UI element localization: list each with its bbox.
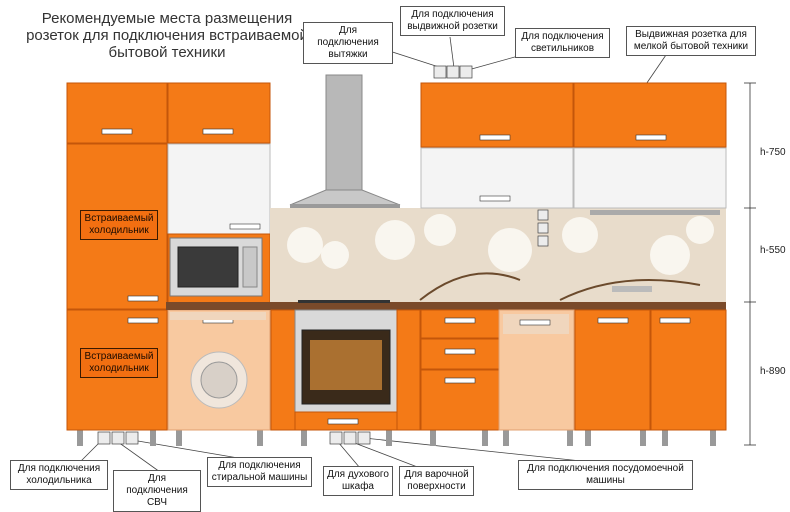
sockets (97, 65, 549, 445)
callout-lights: Для подключения светильников (515, 28, 610, 58)
callout-microwave: Для подключения СВЧ (113, 470, 201, 512)
fridge-label-upper: Встраиваемый холодильник (80, 210, 158, 240)
dishwasher-cabinet (498, 309, 575, 431)
oven-cabinet (270, 300, 421, 431)
callout-oven: Для духового шкафа (323, 466, 393, 496)
fridge-label-lower: Встраиваемый холодильник (80, 348, 158, 378)
callout-hood: Для подключения вытяжки (303, 22, 393, 64)
cabinet-legs (77, 430, 716, 446)
callout-hob: Для варочной поверхности (399, 466, 474, 496)
callout-dishwasher: Для подключения посудомоечной машины (518, 460, 693, 490)
washer-cabinet (167, 309, 271, 431)
upper-wall-cabinets (420, 82, 727, 215)
dimension-line (744, 82, 756, 446)
range-hood (289, 74, 401, 208)
callout-washer: Для подключения стиральной машины (207, 457, 312, 487)
callout-pullout-socket: Для подключения выдвижной розетки (400, 6, 505, 36)
backsplash (270, 208, 726, 304)
callout-fridge: Для подключения холодильника (10, 460, 108, 490)
drawer-cabinet (420, 309, 500, 431)
diagram-title: Рекомендуемые места размещения розеток д… (26, 10, 308, 61)
lower-right-cabinets (574, 309, 727, 431)
dim-bottom: h-890 (758, 366, 788, 377)
dim-middle: h-550 (758, 245, 788, 256)
dim-top: h-750 (758, 147, 788, 158)
microwave-column (167, 82, 271, 310)
callout-pullout-small: Выдвижная розетка для мелкой бытовой тех… (626, 26, 756, 56)
countertop (166, 302, 726, 310)
